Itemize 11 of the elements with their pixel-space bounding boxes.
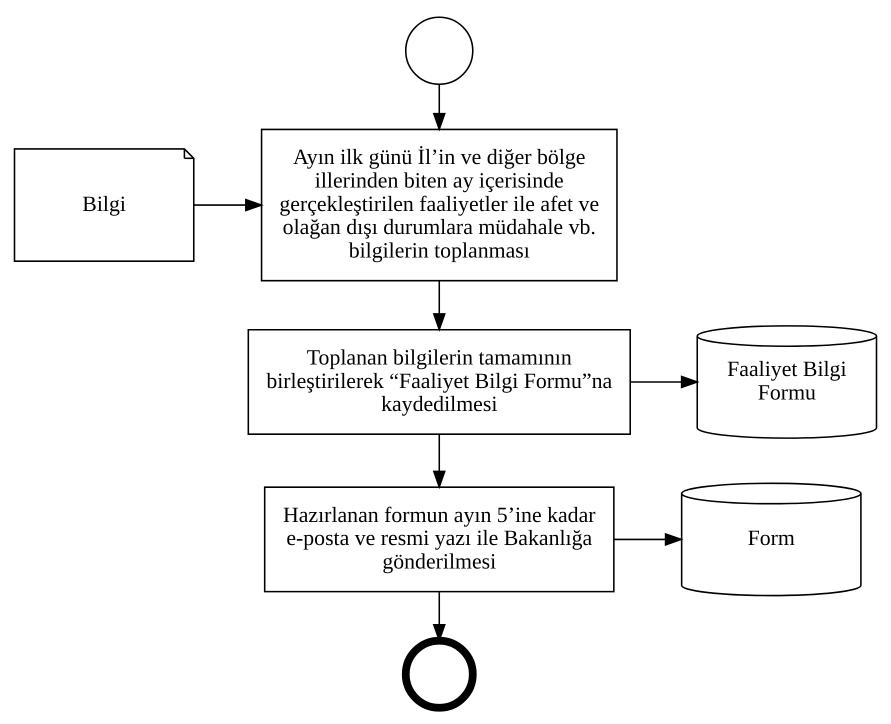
node-box: Hazırlanan formun ayın 5’ine kadar e-posta ve resmi yazı ile Bakanlığa gönderilmesi xyxy=(264,486,615,592)
node-circle xyxy=(404,16,474,85)
arrow xyxy=(630,374,700,388)
arrow xyxy=(432,280,446,332)
node-box: Toplanan bilgilerin tamamının birleştirilerek “Faaliyet Bilgi Formu”na kaydedilmesi xyxy=(248,328,631,434)
node-circle xyxy=(402,636,477,712)
arrow xyxy=(194,198,264,212)
arrow xyxy=(432,434,446,489)
arrow xyxy=(614,532,684,546)
node-box: Ayın ilk günü İl’in ve diğer bölge illerinden biten ay içerisinde gerçekleştirilen faaliyetler ile afet ve olağan dışı durumlara müdahale vb. bilgilerin toplanması xyxy=(260,128,618,281)
arrow xyxy=(432,84,446,132)
